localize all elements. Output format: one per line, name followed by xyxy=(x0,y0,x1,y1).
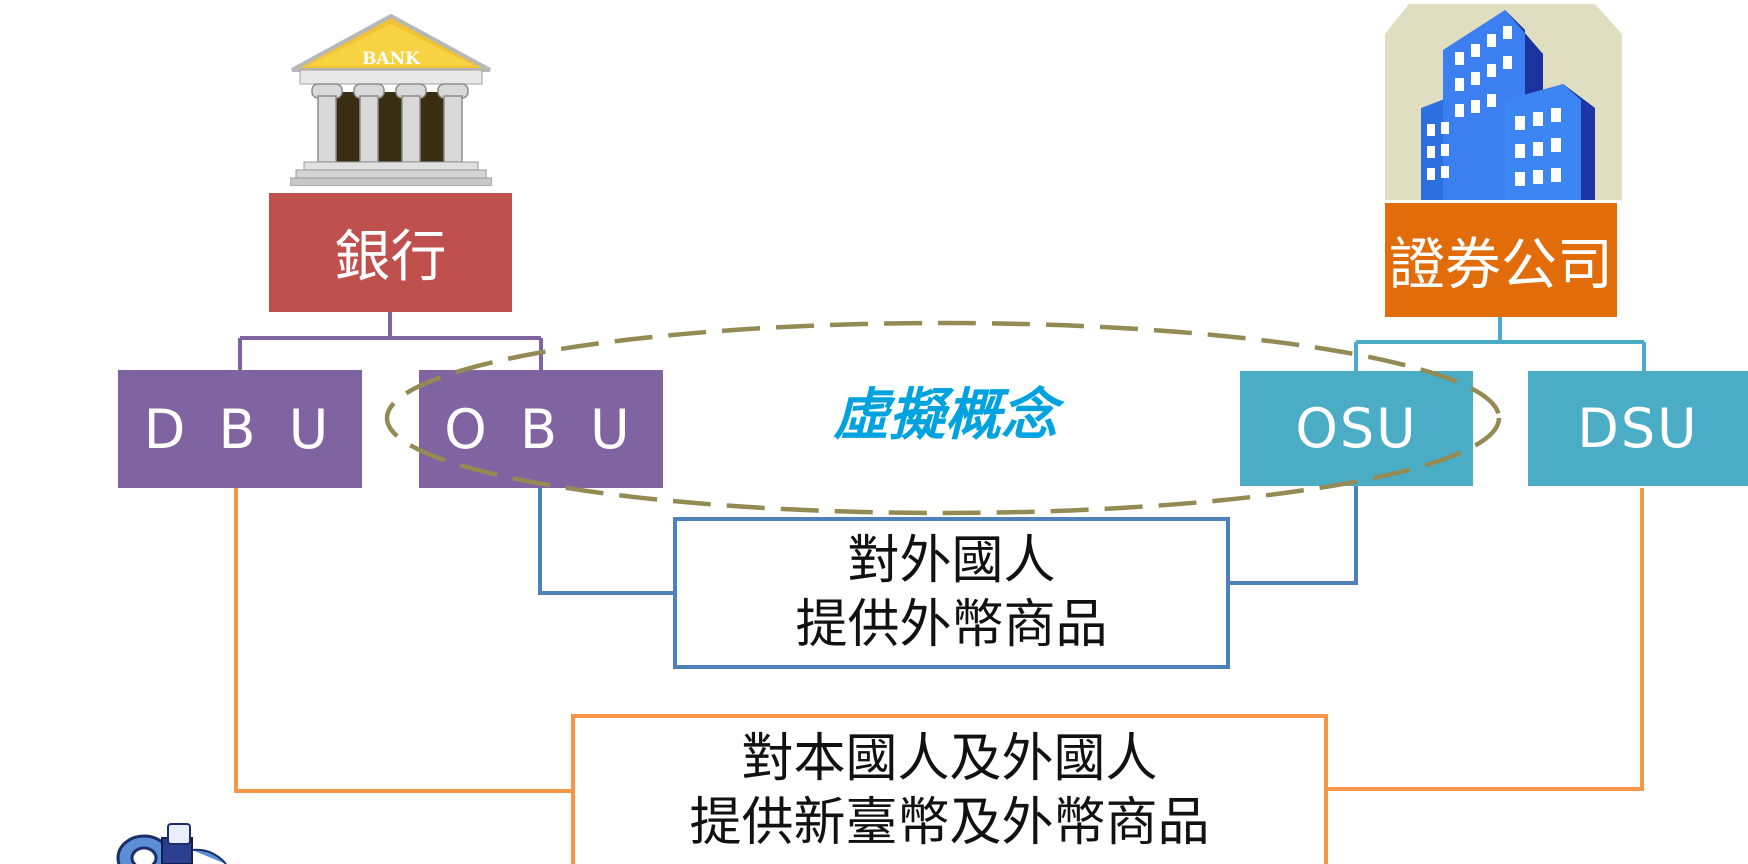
securities-tree-connector xyxy=(1354,317,1646,371)
bank-icon-text: BANK xyxy=(362,49,421,69)
foreign-line1: 對外國人 xyxy=(847,531,1056,591)
foreign-connector xyxy=(538,486,1358,595)
obu-box: O B U xyxy=(419,370,663,488)
foreign-products-box: 對外國人 提供外幣商品 xyxy=(673,517,1230,669)
foreign-line2: 提供外幣商品 xyxy=(795,595,1108,655)
office-building-icon xyxy=(1385,4,1622,200)
securities-company-box: 證券公司 xyxy=(1385,203,1617,317)
obu-label: O B U xyxy=(444,397,638,461)
local-products-box: 對本國人及外國人 提供新臺幣及外幣商品 xyxy=(571,714,1328,864)
dbu-label: D B U xyxy=(143,397,337,461)
bank-building-icon: BANK xyxy=(290,14,492,186)
local-line1: 對本國人及外國人 xyxy=(741,729,1158,789)
dsu-box: DSU xyxy=(1528,371,1748,486)
dbu-box: D B U xyxy=(118,370,362,488)
bank-box: 銀行 xyxy=(269,193,512,312)
bank-tree-connector xyxy=(238,312,543,370)
virtual-concept-label: 虛擬概念 xyxy=(833,382,1057,448)
bank-label: 銀行 xyxy=(334,225,447,290)
dsu-label: DSU xyxy=(1577,397,1699,460)
local-line2: 提供新臺幣及外幣商品 xyxy=(689,793,1210,853)
securities-label: 證券公司 xyxy=(1389,232,1613,298)
camera-clipart-icon xyxy=(116,823,227,864)
local-connector xyxy=(234,488,1644,793)
osu-box: OSU xyxy=(1240,371,1473,486)
osu-label: OSU xyxy=(1295,397,1418,460)
